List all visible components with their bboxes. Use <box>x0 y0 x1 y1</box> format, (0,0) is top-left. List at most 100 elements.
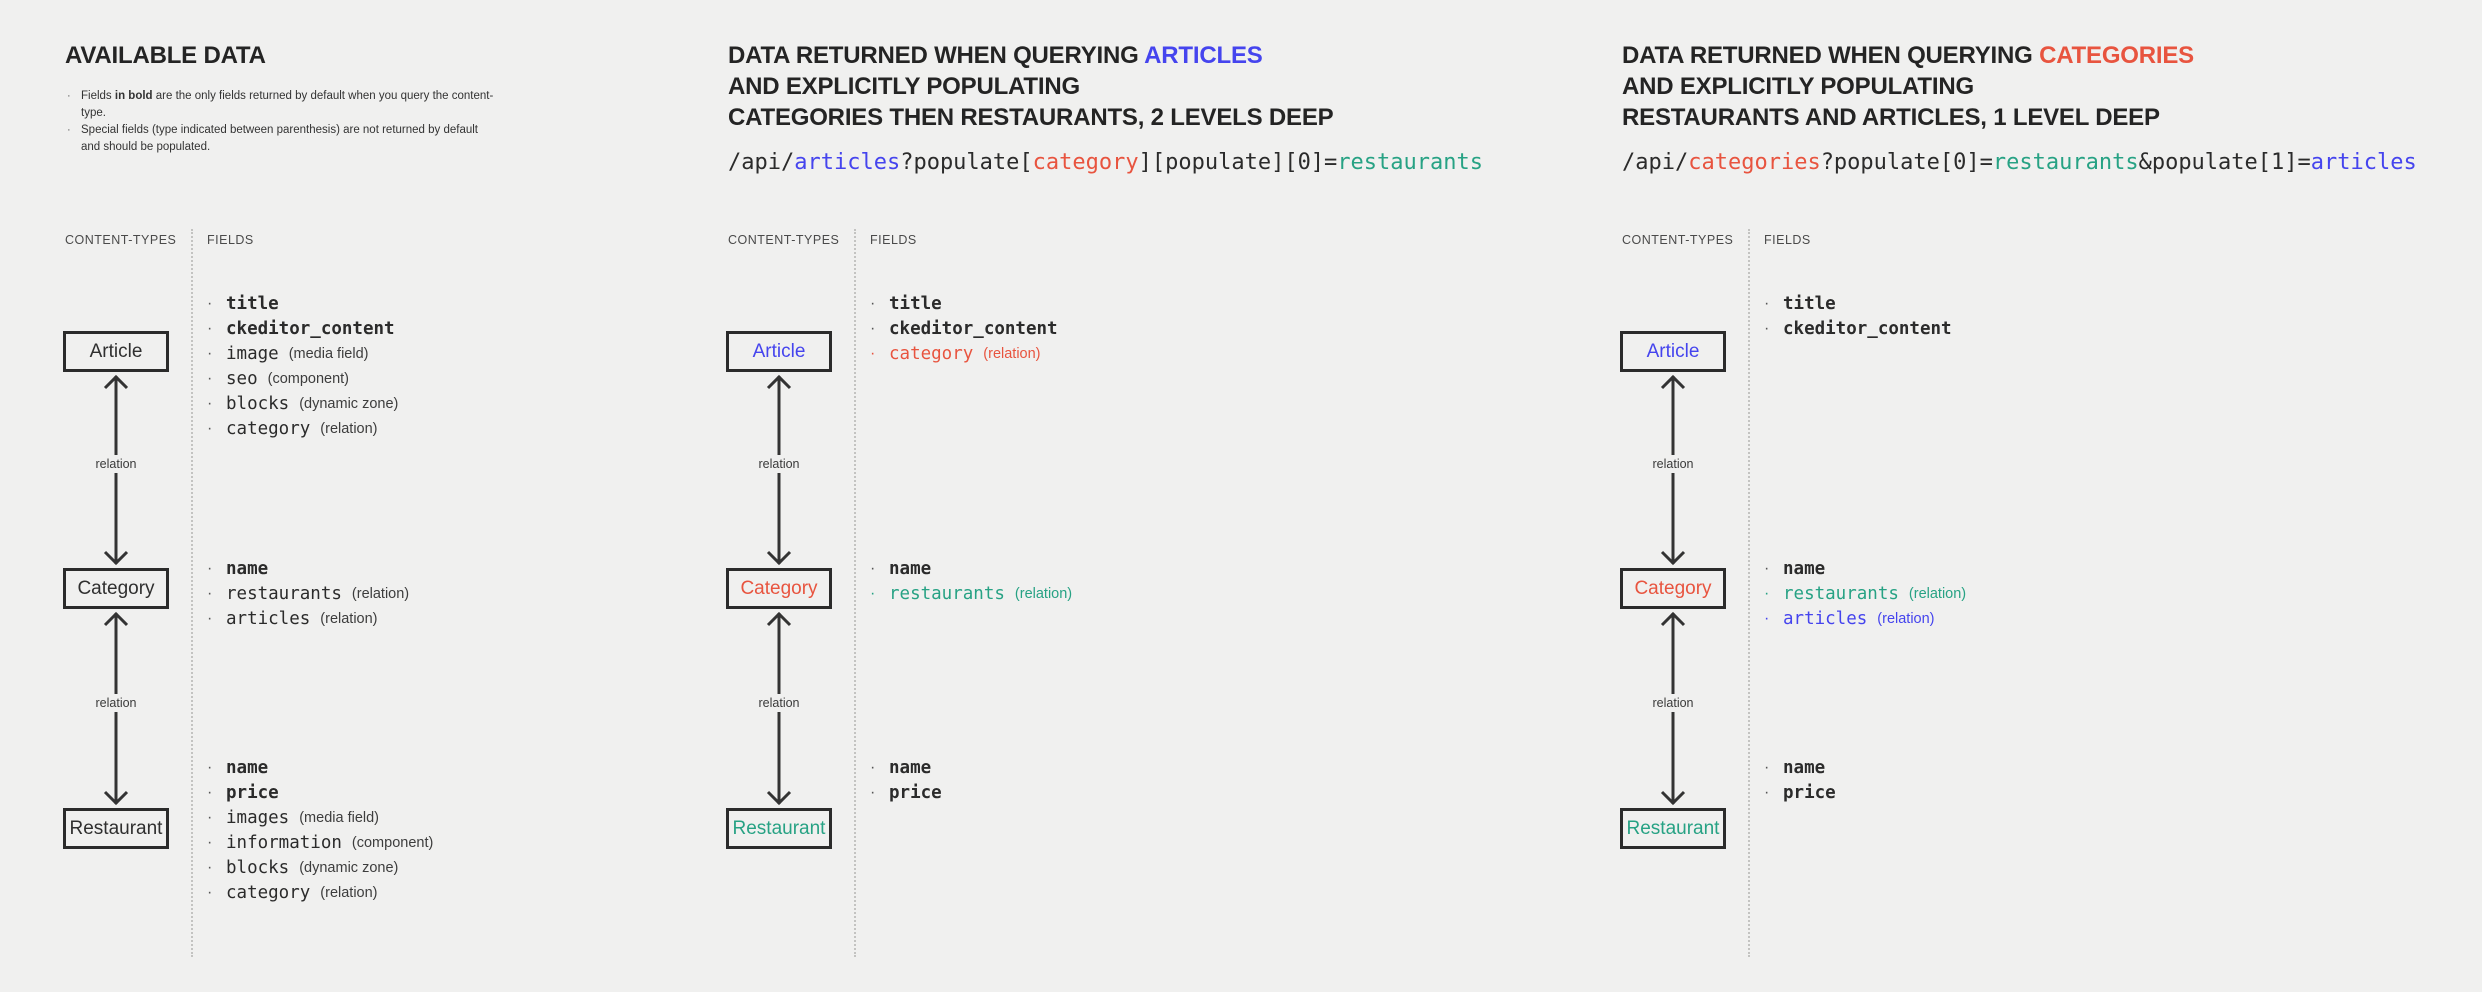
content-type-label: Restaurant <box>69 817 163 839</box>
field-name: title <box>226 293 279 314</box>
field-type: (relation) <box>983 345 1041 362</box>
field-list: ·title·ckeditor_content <box>1764 291 1952 341</box>
api-url-segment: ?populate[ <box>900 150 1033 175</box>
bullet-icon: · <box>67 124 71 136</box>
field-item: ·articles(relation) <box>207 606 409 631</box>
field-type: (component) <box>351 834 434 851</box>
text-segment: FIELDS <box>1764 233 1811 247</box>
bullet-icon: · <box>207 758 213 776</box>
panel-title-segment: CATEGORIES THEN RESTAURANTS, 2 LEVELS DE… <box>728 104 1334 131</box>
content-type-box-restaurant: Restaurant <box>726 808 832 849</box>
content-type-box-category: Category <box>1620 568 1726 609</box>
field-name: articles <box>226 608 311 629</box>
field-name: blocks <box>226 857 290 878</box>
panel-title-text: AVAILABLE DATA <box>65 42 266 69</box>
content-type-box-category: Category <box>726 568 832 609</box>
bullet-icon: · <box>1764 609 1770 627</box>
content-types-label: CONTENT-TYPES <box>728 233 839 247</box>
api-url-segment: articles <box>2310 150 2417 175</box>
field-name: name <box>226 558 269 579</box>
field-item: ·name <box>870 556 1072 581</box>
field-item: ·name <box>1764 556 1966 581</box>
field-type: (component) <box>267 370 350 387</box>
field-type: (dynamic zone) <box>299 395 399 412</box>
column-separator <box>1748 229 1750 957</box>
field-name: restaurants <box>889 583 1005 604</box>
field-name: name <box>1783 757 1826 778</box>
panel-title-segment: ARTICLES <box>1144 42 1263 69</box>
field-name: ckeditor_content <box>1783 318 1952 339</box>
field-name: blocks <box>226 393 290 414</box>
content-type-label: Restaurant <box>732 817 826 839</box>
field-name: name <box>889 757 932 778</box>
note-text: Special fields (type indicated between p… <box>81 122 499 156</box>
api-url-segment: restaurants <box>1337 150 1484 175</box>
field-type: (media field) <box>299 809 379 826</box>
column-separator <box>854 229 856 957</box>
panel-title-line: CATEGORIES THEN RESTAURANTS, 2 LEVELS DE… <box>728 102 1334 133</box>
note-segment: in bold <box>114 90 153 102</box>
field-type: (relation) <box>1877 610 1935 627</box>
field-name: articles <box>1783 608 1868 629</box>
field-item: ·name <box>870 755 942 780</box>
field-item: · blocks (dynamic zone) <box>207 391 398 416</box>
field-item: ·ckeditor_content <box>1764 316 1952 341</box>
relation-arrow: relation <box>90 373 142 567</box>
bullet-icon: · <box>207 394 213 412</box>
bullet-icon: · <box>1764 294 1770 312</box>
field-name: images <box>226 807 290 828</box>
bullet-icon: · <box>870 783 876 801</box>
content-types-label: CONTENT-TYPES <box>1622 233 1733 247</box>
bullet-icon: · <box>207 559 213 577</box>
bullet-icon: · <box>207 858 213 876</box>
bullet-icon: · <box>207 419 213 437</box>
field-name: price <box>1783 782 1836 803</box>
relation-label: relation <box>90 455 142 474</box>
panel-title: AVAILABLE DATA <box>65 40 266 71</box>
field-list: ·name·price <box>870 755 942 805</box>
relation-arrow: relation <box>753 610 805 807</box>
bullet-icon: · <box>207 783 213 801</box>
text-segment: CONTENT-TYPES <box>1622 233 1734 247</box>
note-item: · Special fields (type indicated between … <box>67 122 499 156</box>
field-list: ·name·restaurants(relation) <box>870 556 1072 606</box>
note-segment: Special fields (type indicated between p… <box>81 124 478 153</box>
bullet-icon: · <box>870 584 876 602</box>
panel-title-line: AND EXPLICITLY POPULATING <box>728 71 1333 102</box>
note-segment: Fields <box>81 90 115 102</box>
relation-label: relation <box>90 693 142 712</box>
api-url-segment: category <box>1032 150 1139 175</box>
text-segment: FIELDS <box>207 233 254 247</box>
panel-title-segment: DATA RETURNED WHEN QUERYING <box>1622 42 2040 69</box>
field-item: · restaurants (relation) <box>207 581 409 606</box>
bullet-icon: · <box>207 319 213 337</box>
api-url-segment: &populate[1]= <box>2138 150 2311 175</box>
field-item: ·category(relation) <box>207 416 398 441</box>
field-name: ckeditor_content <box>226 318 395 339</box>
bullet-icon: · <box>207 833 213 851</box>
content-type-box-category: Category <box>63 568 169 609</box>
content-type-label: Category <box>740 577 818 599</box>
api-url-segment: /api/ <box>1622 150 1689 175</box>
field-item: ·name <box>207 755 433 780</box>
api-url: /api/articles?populate[category][populat… <box>728 150 1483 175</box>
panel-title-segment: CATEGORIES <box>2039 42 2194 69</box>
content-type-label: Category <box>77 577 155 599</box>
field-name: restaurants <box>226 583 342 604</box>
field-item: ·price <box>870 780 942 805</box>
field-item: ·blocks(dynamic zone) <box>207 855 433 880</box>
field-item: · title <box>207 291 398 316</box>
panel-available-data: AVAILABLE DATA · Fields in bold are the on… <box>45 0 685 992</box>
field-name: ckeditor_content <box>889 318 1058 339</box>
note-segment: are the only fields returned by default … <box>81 90 494 119</box>
bullet-icon: · <box>207 294 213 312</box>
field-type: (relation) <box>351 585 410 602</box>
bullet-icon: · <box>207 584 213 602</box>
relation-label: relation <box>1647 693 1699 712</box>
text-segment: relation <box>95 457 137 472</box>
panel-title-segment: AND EXPLICITLY POPULATING <box>728 73 1080 100</box>
field-type: (relation) <box>1908 585 1967 602</box>
